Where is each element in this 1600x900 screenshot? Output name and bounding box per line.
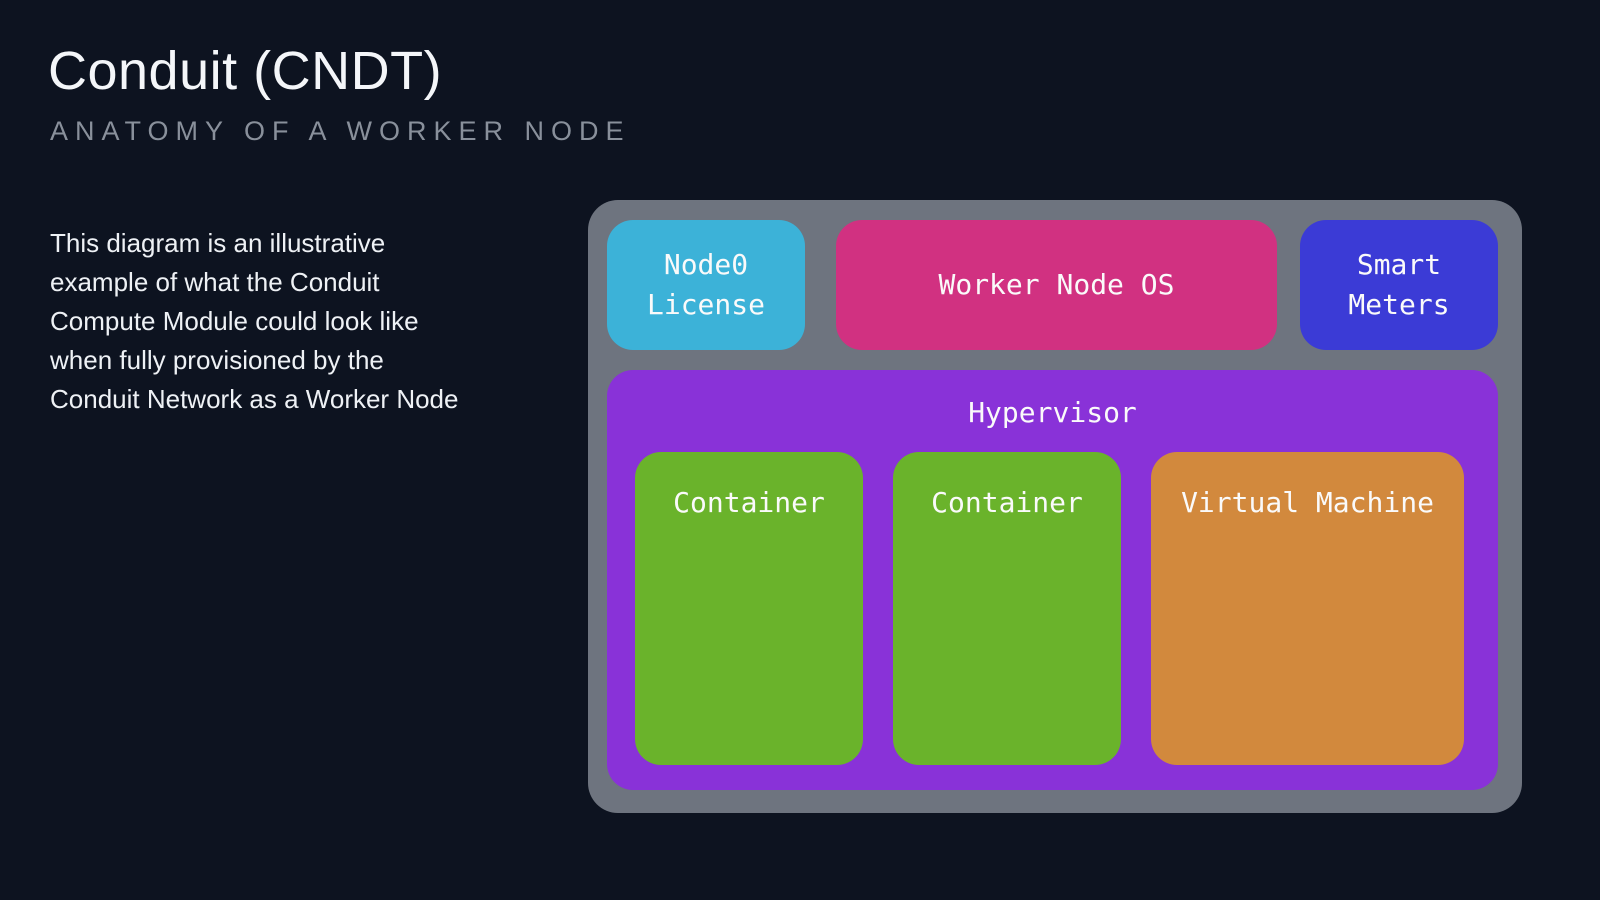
hypervisor-box: Hypervisor Container Container Virtual M… bbox=[607, 370, 1498, 790]
hypervisor-label: Hypervisor bbox=[968, 396, 1137, 429]
container-box-1: Container bbox=[635, 452, 863, 765]
container-box-2: Container bbox=[893, 452, 1121, 765]
worker-node-os-box: Worker Node OS bbox=[836, 220, 1277, 350]
virtual-machine-box: Virtual Machine bbox=[1151, 452, 1464, 765]
worker-node-frame: Node0 License Worker Node OS Smart Meter… bbox=[588, 200, 1522, 813]
smart-meters-box: Smart Meters bbox=[1300, 220, 1498, 350]
page-subtitle: ANATOMY OF A WORKER NODE bbox=[50, 116, 631, 146]
page-title: Conduit (CNDT) bbox=[48, 41, 443, 101]
intro-text: This diagram is an illustrative example … bbox=[50, 228, 459, 414]
node0-license-box: Node0 License bbox=[607, 220, 805, 350]
